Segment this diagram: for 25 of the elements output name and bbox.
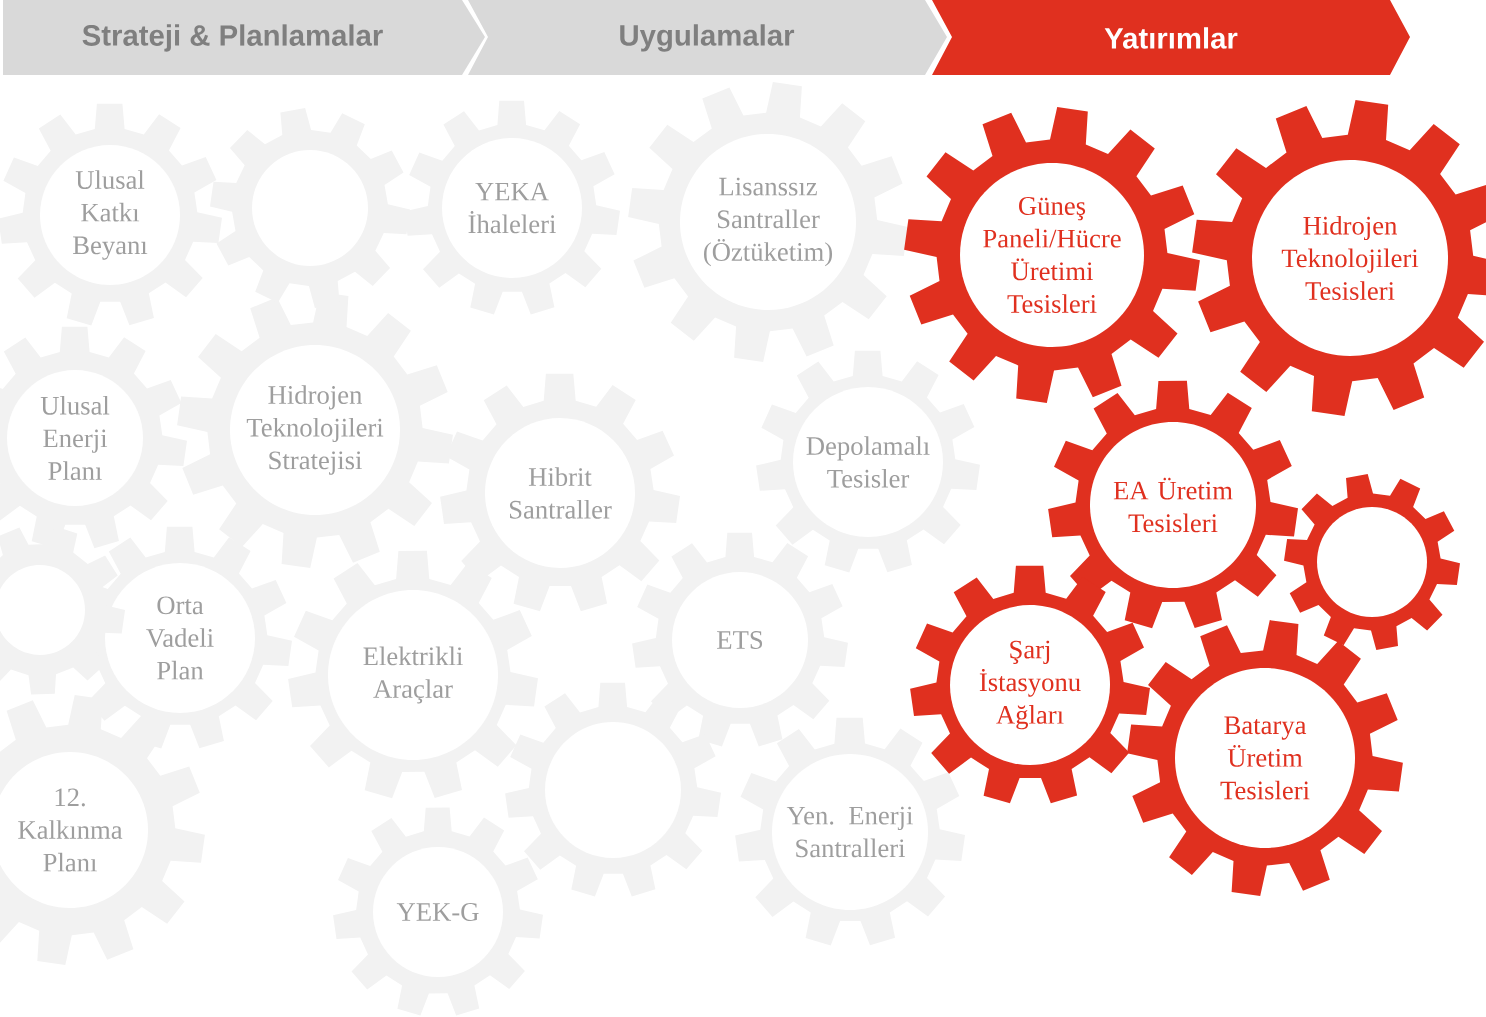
gear: Şarj İstasyonu Ağları: [910, 565, 1150, 804]
gear: ETS: [632, 532, 848, 747]
node-label: Ulusal Enerji Planı: [40, 395, 110, 481]
gear: Lisanssız Santraller (Öztüketim): [628, 82, 908, 362]
node-label: Uygulamalar: [620, 24, 795, 52]
header-band: Strateji & Planlamalar: [3, 0, 485, 75]
gear: Hidrojen Teknolojileri Stratejisi: [177, 292, 453, 568]
gear: Elektrikli Araçlar: [288, 550, 538, 799]
node-label: Strateji & Planlamalar: [82, 24, 383, 52]
gear: [1284, 474, 1460, 650]
gear: EA Üretim Tesisleri: [1048, 380, 1298, 629]
gear: Yen. Enerji Santralleri: [735, 717, 965, 946]
gear: 12. Kalkınma Planı: [0, 695, 205, 965]
gear: Ulusal Enerji Planı: [0, 326, 187, 549]
gear: YEK-G: [333, 807, 543, 1016]
header-band: Yatırımlar: [932, 0, 1410, 75]
gear: Depolamalı Tesisler: [756, 350, 980, 573]
gear: Ulusal Katkı Beyanı: [0, 103, 222, 326]
gear: Güneş Paneli/Hücre Üretimi Tesisleri: [904, 107, 1200, 403]
gear: Hidrojen Teknolojileri Tesisleri: [1192, 100, 1486, 416]
gear: Hibrit Santraller: [440, 373, 680, 612]
node-label: Orta Vadeli Plan: [146, 596, 214, 680]
gear: YEKA İhaleleri: [404, 100, 620, 315]
gear: Batarya Üretim Tesisleri: [1127, 620, 1403, 896]
header-band: Uygulamalar: [468, 0, 947, 75]
